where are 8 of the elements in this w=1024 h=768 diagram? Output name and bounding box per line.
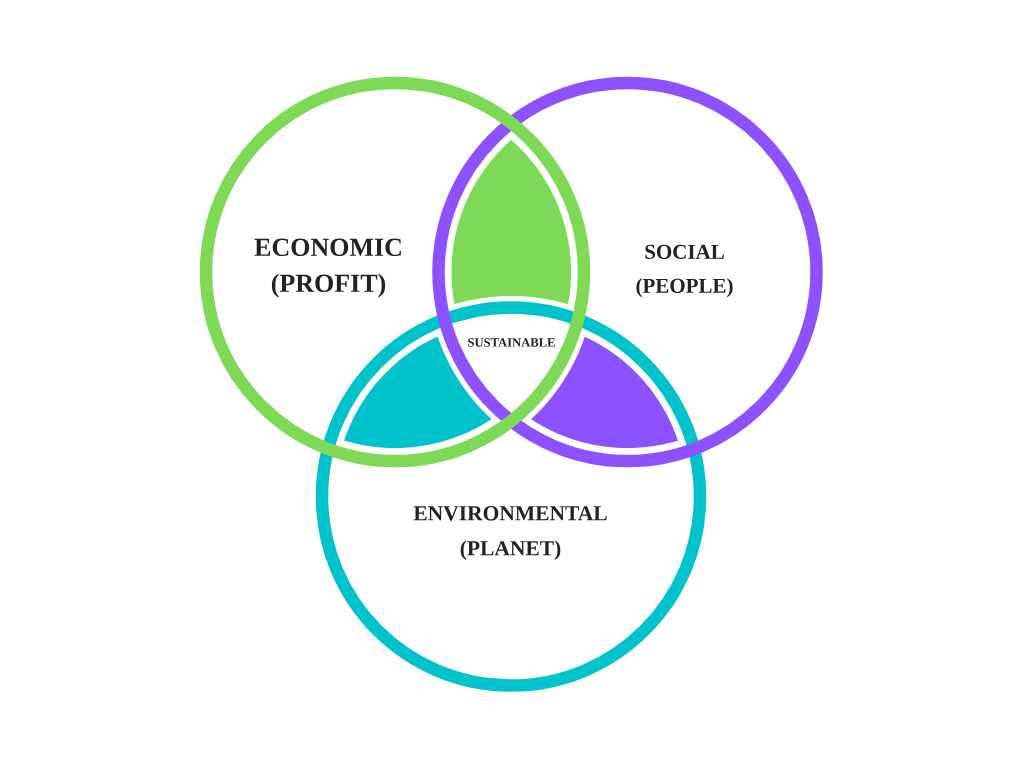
venn-circle [315,301,707,692]
circle-label: ENVIRONMENTAL (PLANET) [413,506,607,560]
circle-label: ECONOMIC (PROFIT) [254,238,401,298]
circle-label: SOCIAL (PEOPLE) [636,244,733,298]
center-label: SUSTAINABLE [468,338,555,347]
venn-circle [432,76,823,468]
overlap-lens [451,139,571,305]
venn-circle [199,76,591,468]
